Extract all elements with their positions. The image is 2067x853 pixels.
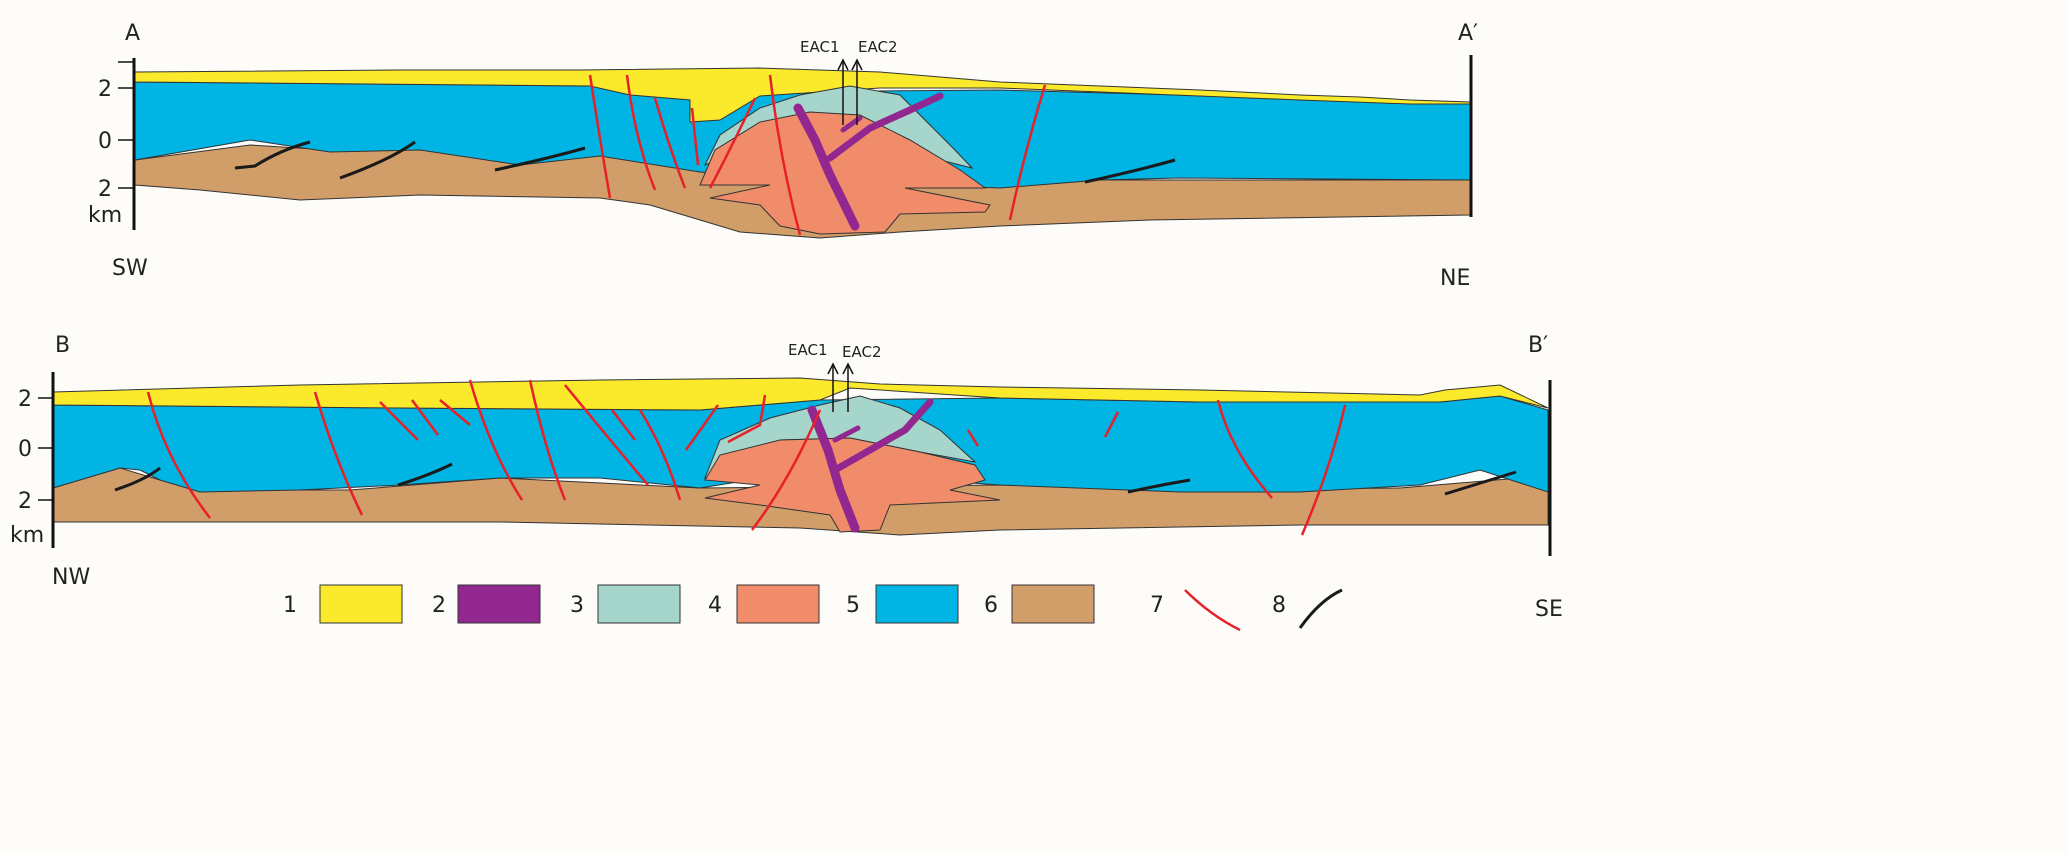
fault: [379, 401, 419, 441]
direction-label-right: NE: [1440, 266, 1470, 291]
legend-number: 7: [1150, 593, 1164, 618]
thrusts-b: [114, 462, 1517, 496]
fault: [684, 404, 720, 451]
wells-b: EAC1 EAC2: [788, 341, 882, 412]
direction-label-left: SW: [112, 256, 148, 281]
fault: [690, 107, 700, 166]
legend-number: 1: [283, 593, 297, 618]
tick-label: 2: [18, 387, 32, 412]
unit-4-salmon-a: [699, 111, 991, 235]
direction-label-right: SE: [1535, 597, 1563, 622]
legend-number: 6: [984, 593, 998, 618]
fault: [588, 74, 612, 199]
section-start-label: A: [125, 21, 140, 46]
fault: [313, 391, 364, 516]
thrust: [397, 462, 453, 487]
legend-number: 2: [432, 593, 446, 618]
faults-a: [588, 74, 1047, 236]
legend-swatch-2: [457, 584, 541, 624]
thrust: [1127, 478, 1191, 494]
section-end-label: B′: [1528, 333, 1548, 358]
fault: [625, 74, 657, 191]
unit-1-yellow-a: [134, 67, 1471, 123]
thrust: [234, 140, 311, 170]
tick-label: 2: [98, 177, 112, 202]
section-a: EAC1 EAC2 2 0 2 km A A′ SW NE: [88, 21, 1478, 291]
fault: [708, 97, 757, 189]
unit-1-yellow-b: [52, 377, 1549, 411]
direction-label-left: NW: [52, 565, 90, 590]
thrusts-a: [234, 140, 1176, 184]
fault: [1300, 404, 1347, 536]
tick-label: 0: [18, 437, 32, 462]
fault: [966, 429, 980, 447]
thrust: [1084, 158, 1176, 184]
legend-swatch-6: [1011, 584, 1095, 624]
fault: [410, 399, 440, 436]
fault: [653, 97, 687, 189]
legend-swatch-3: [597, 584, 681, 624]
tick-label: 0: [98, 129, 112, 154]
fault: [727, 394, 767, 444]
well-label-eac2: EAC2: [858, 38, 898, 56]
legend-number: 8: [1272, 593, 1286, 618]
tick-label: 2: [98, 77, 112, 102]
fault: [1103, 411, 1120, 438]
legend-number: 5: [846, 593, 860, 618]
fault: [564, 384, 649, 486]
section-end-label: A′: [1458, 21, 1478, 46]
wells-a: EAC1 EAC2: [800, 38, 898, 125]
legend-number: 4: [708, 593, 722, 618]
fault: [751, 409, 822, 531]
legend-swatch-5: [875, 584, 959, 624]
thrust: [494, 146, 586, 172]
fault: [439, 399, 471, 426]
depth-axis-a: 2 0 2 km: [88, 58, 136, 230]
legend-swatch-1: [319, 584, 403, 624]
fault: [638, 409, 682, 501]
fault: [611, 409, 636, 441]
legend-thrust-line: [1298, 588, 1343, 629]
axis-unit: km: [88, 203, 122, 228]
tick-label: 2: [18, 489, 32, 514]
fault: [1008, 84, 1047, 221]
thrust: [339, 140, 416, 180]
legend-fault-line: [1184, 589, 1241, 632]
well-label-eac1: EAC1: [800, 38, 840, 56]
fault: [528, 379, 567, 501]
fault: [1216, 399, 1273, 499]
depth-axis-b: 2 0 2 km: [10, 372, 55, 548]
thrust: [1444, 470, 1517, 496]
well-label-eac2: EAC2: [842, 343, 882, 361]
fault: [468, 379, 524, 501]
faults-b: [146, 379, 1347, 536]
legend-swatch-4: [736, 584, 820, 624]
thrust: [114, 466, 161, 492]
section-start-label: B: [55, 333, 70, 358]
axis-unit: km: [10, 523, 44, 548]
fault: [146, 391, 211, 519]
well-label-eac1: EAC1: [788, 341, 828, 359]
legend-number: 3: [570, 593, 584, 618]
unit-2-intrusion-b: [807, 398, 934, 533]
section-b: EAC1 EAC2 2 0 2 km B B′ NW SE: [10, 333, 1563, 622]
fault: [768, 74, 802, 236]
legend: 1 2 3 4 5 6 7 8: [283, 584, 1343, 632]
